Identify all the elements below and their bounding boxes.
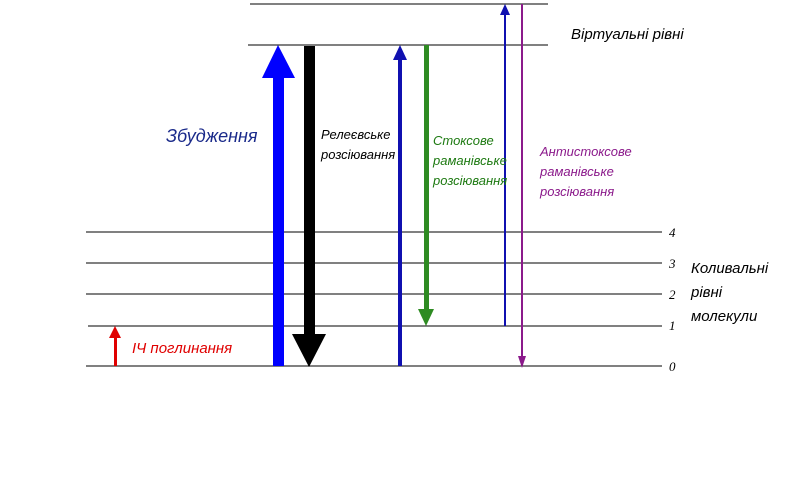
vibrational-label-line-1: Коливальні bbox=[691, 260, 769, 277]
stokes-label-line-3: розсіювання bbox=[433, 173, 508, 188]
antistokes-label: Антистоксове раманівське розсіювання bbox=[540, 142, 632, 202]
antistokes-excitation-arrow-shaft bbox=[504, 14, 506, 326]
antistokes-label-line-3: розсіювання bbox=[540, 184, 615, 199]
virtual-levels-label: Віртуальні рівні bbox=[571, 26, 684, 43]
excitation-arrow-shaft bbox=[273, 76, 284, 366]
level-number-0: 0 bbox=[669, 359, 676, 374]
antistokes-arrow-shaft bbox=[521, 4, 523, 356]
level-number-2: 2 bbox=[669, 287, 676, 302]
ir-absorption-label: ІЧ поглинання bbox=[132, 340, 233, 357]
rayleigh-label: Релеєвське розсіювання bbox=[321, 125, 395, 165]
stokes-label-line-2: раманівське bbox=[433, 153, 507, 168]
vibrational-label-line-3: молекули bbox=[691, 308, 758, 325]
antistokes-label-line-2: раманівське bbox=[540, 164, 614, 179]
vibrational-label-line-2: рівні bbox=[691, 284, 723, 301]
stokes-label-line-1: Стоксове bbox=[433, 133, 494, 148]
rayleigh-label-line-2: розсіювання bbox=[321, 147, 396, 162]
excitation-label: Збудження bbox=[166, 126, 258, 146]
ir-arrow-shaft bbox=[114, 336, 117, 366]
rayleigh-arrow-head bbox=[292, 334, 326, 367]
stokes-excitation-arrow-head bbox=[393, 45, 407, 60]
stokes-excitation-arrow-shaft bbox=[398, 58, 402, 366]
antistokes-label-line-1: Антистоксове bbox=[540, 144, 632, 159]
vibrational-levels-label: Коливальні рівні молекули bbox=[691, 257, 768, 329]
antistokes-excitation-arrow-head bbox=[500, 4, 510, 15]
antistokes-arrow-head bbox=[518, 356, 526, 368]
ir-arrow-head bbox=[109, 326, 121, 338]
excitation-arrow-head bbox=[262, 45, 295, 78]
stokes-arrow-head bbox=[418, 309, 434, 326]
rayleigh-label-line-1: Релеєвське bbox=[321, 127, 391, 142]
rayleigh-arrow-shaft bbox=[304, 46, 315, 336]
level-number-1: 1 bbox=[669, 318, 676, 333]
level-number-4: 4 bbox=[669, 225, 676, 240]
stokes-label: Стоксове раманівське розсіювання bbox=[433, 131, 507, 191]
level-number-3: 3 bbox=[669, 256, 676, 271]
stokes-arrow-shaft bbox=[424, 45, 429, 311]
